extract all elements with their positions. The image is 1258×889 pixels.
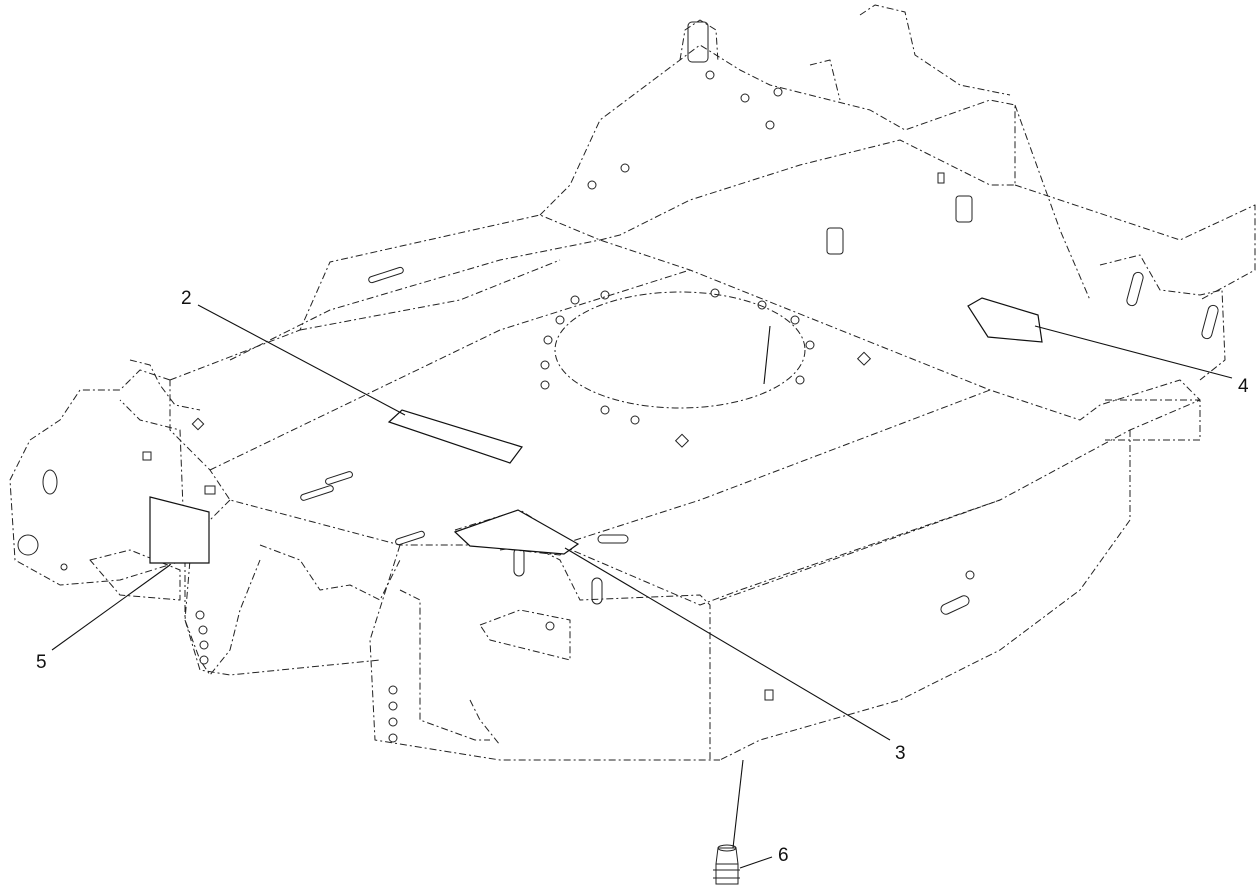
leader-line-3 [564,547,891,741]
decal-1-edge [763,325,771,385]
callout-3: 3 [895,743,906,764]
callout-5: 5 [36,652,47,673]
callout-4: 4 [1238,376,1249,397]
decal-4 [967,297,1043,343]
decal-2 [387,409,523,464]
leader-line-6a [732,759,744,849]
leader-line-6b [739,856,773,869]
leader-line-2 [197,304,406,416]
leader-line-5 [51,564,171,651]
decal-5 [149,496,210,564]
decal-3 [453,509,580,555]
callout-2: 2 [181,288,192,309]
callout-6: 6 [778,845,789,866]
hex-nut-part-6 [713,844,740,885]
frame-outline [9,4,1256,761]
leader-line-4 [1034,325,1233,379]
